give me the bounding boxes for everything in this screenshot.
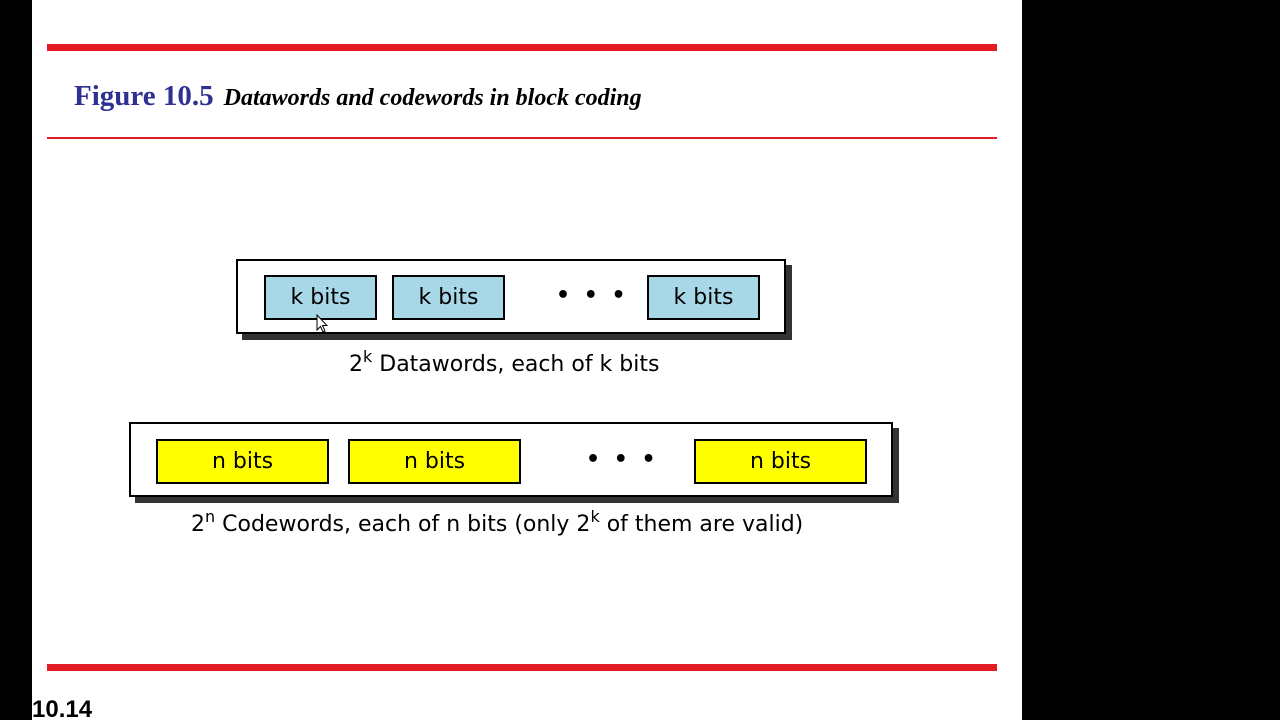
top-rule bbox=[47, 44, 997, 51]
slide: Figure 10.5 Datawords and codewords in bl… bbox=[32, 0, 1022, 720]
dataword-cell: k bits bbox=[647, 275, 760, 320]
codeword-cell: n bits bbox=[156, 439, 329, 484]
page-number: 10.14 bbox=[32, 696, 93, 720]
figure-caption: Datawords and codewords in block coding bbox=[223, 85, 642, 111]
datawords-row: k bits k bits • • • k bits bbox=[236, 259, 786, 334]
figure-label: Figure 10.5 bbox=[74, 80, 214, 112]
dataword-cell: k bits bbox=[392, 275, 505, 320]
figure-title: Figure 10.5 Datawords and codewords in bl… bbox=[74, 80, 642, 113]
codewords-row: n bits n bits • • • n bits bbox=[129, 422, 893, 497]
bottom-rule bbox=[47, 664, 997, 671]
codewords-ellipsis: • • • bbox=[586, 447, 659, 472]
codewords-caption: 2n Codewords, each of n bits (only 2k of… bbox=[191, 507, 804, 538]
datawords-ellipsis: • • • bbox=[556, 283, 629, 308]
codeword-cell: n bits bbox=[694, 439, 867, 484]
dataword-cell: k bits bbox=[264, 275, 377, 320]
mouse-pointer-icon bbox=[316, 314, 328, 333]
title-underline-rule bbox=[47, 137, 997, 139]
datawords-caption: 2k Datawords, each of k bits bbox=[349, 347, 660, 378]
codeword-cell: n bits bbox=[348, 439, 521, 484]
